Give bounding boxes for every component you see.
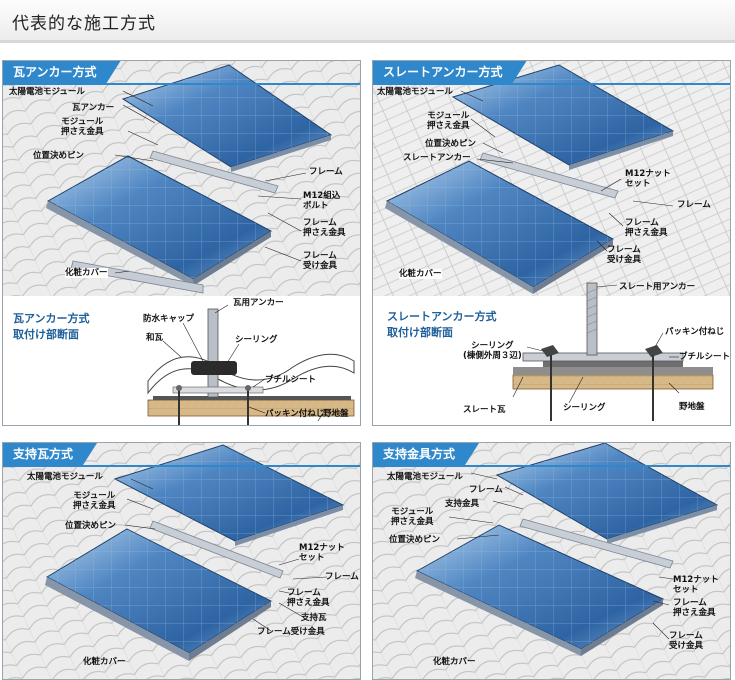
label-cosmetic-cover: 化粧カバー [65, 268, 108, 278]
panel-tab: スレートアンカー方式 [373, 61, 527, 83]
label-m12-nut: M12ナット セット [625, 169, 671, 189]
solar-module-back [121, 64, 333, 172]
page-header: 代表的な施工方式 [0, 0, 735, 43]
label-m12-nut: M12ナット セット [673, 575, 719, 595]
label-frame: フレーム [309, 167, 343, 177]
label-sealing-3sides: シーリング (棟側外周３辺) [463, 341, 522, 361]
panel-tab: 支持金具方式 [373, 443, 479, 465]
label-sealing: シーリング [563, 403, 606, 413]
label-solar-module: 太陽電池モジュール [9, 87, 85, 97]
label-frame-bracket: フレーム 受け金具 [607, 245, 642, 265]
section-title: 瓦アンカー方式 取付け部断面 [13, 312, 90, 341]
label-solar-module: 太陽電池モジュール [387, 472, 463, 482]
kawara-anchor-illustration [3, 61, 360, 425]
label-frame: フレーム [677, 200, 711, 210]
label-cosmetic-cover: 化粧カバー [83, 657, 126, 667]
label-kawara-anchor: 瓦アンカー [72, 103, 115, 113]
label-waterproof-cap: 防水キャップ [143, 314, 195, 324]
label-roof-board: 野地盤 [679, 402, 705, 412]
label-module-clamp: モジュール 押さえ金具 [61, 117, 104, 137]
label-frame-clamp: フレーム 押さえ金具 [673, 598, 716, 618]
label-slate-anchor: スレートアンカー [403, 153, 471, 163]
solar-module-front [46, 155, 273, 286]
slate-anchor-section [512, 282, 714, 421]
label-solar-module: 太陽電池モジュール [377, 87, 453, 97]
solar-module-back [451, 64, 675, 170]
solar-module-front [45, 528, 273, 661]
label-support-tile: 支持瓦 [301, 613, 327, 623]
panel-kawara-anchor: 瓦アンカー方式 [2, 60, 361, 426]
page-title: 代表的な施工方式 [12, 14, 156, 34]
label-frame-clamp: フレーム 押さえ金具 [303, 218, 346, 238]
solar-module-front [385, 160, 615, 294]
label-frame-bracket: フレーム 受け金具 [669, 631, 704, 651]
label-slate-tile: スレート瓦 [463, 405, 506, 415]
section-title: スレートアンカー方式 取付け部断面 [387, 310, 497, 339]
panel-tab: 瓦アンカー方式 [3, 61, 121, 83]
panel-slate-anchor: スレートアンカー方式 [372, 60, 731, 426]
support-bracket-illustration [373, 443, 730, 679]
label-support-bracket: 支持金具 [445, 499, 480, 509]
label-frame: フレーム [325, 572, 359, 582]
label-positioning-pin: 位置決めピン [389, 535, 441, 545]
label-frame-clamp: フレーム 押さえ金具 [287, 588, 330, 608]
label-slate-anchor-part: スレート用アンカー [619, 282, 696, 292]
panel-support-bracket: 支持金具方式 太陽電池モジュール フレーム 支持金具 モジュール 押さえ金具 [372, 442, 731, 680]
label-kawara-anchor-part: 瓦用アンカー [233, 298, 284, 308]
label-positioning-pin: 位置決めピン [65, 521, 117, 531]
label-butyl-sheet: ブチルシート [679, 352, 731, 362]
label-frame-bracket: フレーム 受け金具 [303, 251, 338, 271]
label-frame-clamp: フレーム 押さえ金具 [625, 218, 668, 238]
label-module-clamp: モジュール 押さえ金具 [427, 111, 470, 131]
label-m12-bolt: M12組込 ボルト [303, 191, 341, 211]
solar-module-back [495, 443, 719, 544]
solar-module-back [113, 444, 345, 546]
label-roof-board: 野地盤 [323, 409, 349, 419]
label-sealing: シーリング [235, 335, 278, 345]
label-positioning-pin: 位置決めピン [33, 151, 85, 161]
label-packing-screw: パッキン付ねじ [265, 409, 325, 419]
panel-support-tile: 支持瓦方式 太陽電池モジュール モジュール 押さえ金具 位置決めピン M12 [2, 442, 361, 680]
label-cosmetic-cover: 化粧カバー [399, 269, 442, 279]
label-frame: フレーム [469, 485, 503, 495]
label-m12-nut: M12ナット セット [299, 543, 345, 563]
label-module-clamp: モジュール 押さえ金具 [73, 491, 116, 511]
label-cosmetic-cover: 化粧カバー [433, 657, 476, 667]
kawara-anchor-section [147, 304, 355, 425]
panel-tab: 支持瓦方式 [3, 443, 97, 465]
label-frame-bracket: フレーム受け金具 [257, 627, 325, 637]
label-solar-module: 太陽電池モジュール [27, 472, 103, 482]
solar-module-front [415, 524, 665, 656]
label-japanese-tile: 和瓦 [146, 333, 164, 343]
slate-anchor-illustration [373, 61, 730, 425]
label-positioning-pin: 位置決めピン [425, 139, 477, 149]
label-module-clamp: モジュール 押さえ金具 [391, 507, 434, 527]
support-tile-illustration [3, 443, 360, 679]
label-packing-screw: パッキン付ねじ [665, 327, 725, 337]
label-butyl-sheet: ブチルシート [265, 375, 317, 385]
